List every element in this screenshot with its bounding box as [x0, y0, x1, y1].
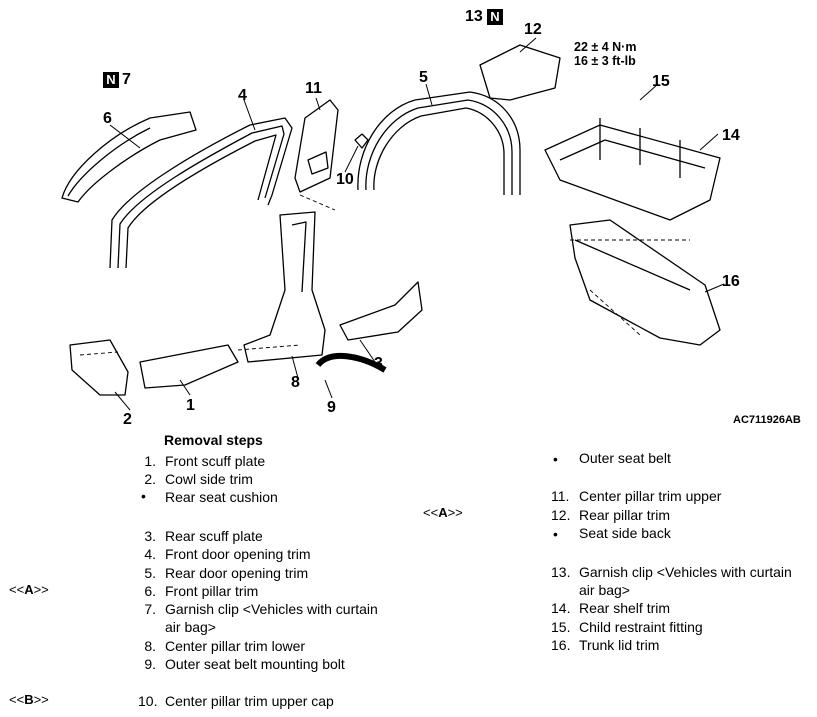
- nut-mark-icon: N: [487, 9, 503, 25]
- callout-1: 1: [186, 397, 195, 414]
- step-num: 10.: [138, 693, 158, 709]
- callout-5: 5: [419, 69, 428, 86]
- torque-spec: 22 ± 4 N·m 16 ± 3 ft-lb: [574, 40, 636, 68]
- step-13-cont: air bag>: [579, 582, 630, 598]
- step-text: Front scuff plate: [165, 453, 266, 469]
- rear-pillar-trim-shape: [479, 44, 561, 101]
- step-7: 7. Garnish clip <Vehicles with curtain: [138, 600, 378, 618]
- step-num: 12.: [551, 507, 571, 523]
- callout-4: 4: [238, 87, 247, 104]
- front-scuff-plate-shape: [139, 344, 239, 389]
- step-text: Rear scuff plate: [165, 528, 263, 544]
- figure-code: AC711926AB: [733, 414, 801, 426]
- step-text: Center pillar trim lower: [165, 638, 306, 654]
- step-num: 16.: [551, 637, 571, 653]
- step-num: 14.: [551, 600, 571, 616]
- step-4: 4. Front door opening trim: [138, 545, 311, 563]
- step-12: 12. Rear pillar trim: [551, 506, 670, 524]
- step-13: 13. Garnish clip <Vehicles with curtain: [551, 563, 792, 581]
- callout-7: 7: [122, 71, 131, 88]
- step-bullet-seat-side-back: Seat side back: [579, 525, 671, 541]
- step-text: Garnish clip <Vehicles with curtain: [579, 564, 792, 580]
- step-8: 8. Center pillar trim lower: [138, 637, 305, 655]
- step-bullet-rear-seat: Rear seat cushion: [165, 489, 278, 505]
- callout-6: 6: [103, 110, 112, 127]
- trim-exploded-diagram: [61, 37, 725, 411]
- step-2: 2. Cowl side trim: [138, 470, 253, 488]
- callout-13: 13: [465, 8, 483, 25]
- step-6: 6. Front pillar trim: [138, 582, 258, 600]
- ref-letter: A: [24, 582, 34, 597]
- rear-door-opening-trim-shape: [357, 91, 521, 195]
- center-pillar-trim-upper-shape: [294, 99, 339, 193]
- callout-14: 14: [722, 127, 740, 144]
- step-14: 14. Rear shelf trim: [551, 599, 670, 617]
- callout-11: 11: [305, 80, 322, 97]
- step-9: 9. Outer seat belt mounting bolt: [138, 655, 345, 673]
- callout-8: 8: [291, 374, 300, 391]
- step-text: Front pillar trim: [165, 583, 259, 599]
- step-num: 8.: [144, 638, 156, 654]
- step-text: Front door opening trim: [165, 546, 311, 562]
- callout-3: 3: [374, 355, 383, 372]
- step-num: 11.: [551, 488, 570, 504]
- removal-steps-title: Removal steps: [164, 432, 263, 448]
- step-text: Trunk lid trim: [579, 637, 660, 653]
- bullet-icon: •: [141, 488, 146, 504]
- step-3: 3. Rear scuff plate: [138, 527, 263, 545]
- step-num: 15.: [551, 619, 571, 635]
- rear-shelf-trim-shape: [544, 124, 721, 221]
- bullet-icon: •: [553, 526, 558, 542]
- step-num: 13.: [551, 564, 571, 580]
- ref-letter: A: [438, 505, 448, 520]
- callout-9: 9: [327, 399, 336, 416]
- callout-10: 10: [336, 171, 354, 188]
- rear-scuff-plate-shape: [339, 281, 423, 341]
- step-text: Cowl side trim: [165, 471, 253, 487]
- step-text: Center pillar trim upper: [579, 488, 722, 504]
- ref-b-upper-cap: <<B>>: [9, 692, 49, 707]
- step-15: 15. Child restraint fitting: [551, 618, 703, 636]
- step-text: Outer seat belt mounting bolt: [165, 656, 345, 672]
- ref-a-front-pillar: <<A>>: [9, 582, 49, 597]
- callout-15: 15: [652, 73, 670, 90]
- step-7-cont: air bag>: [165, 619, 216, 635]
- ref-letter: B: [24, 692, 34, 707]
- step-1: 1. Front scuff plate: [138, 452, 265, 470]
- callout-2: 2: [123, 411, 132, 428]
- step-num: 2.: [144, 471, 156, 487]
- torque-ftlb: 16 ± 3 ft-lb: [574, 54, 636, 68]
- step-num: 4.: [144, 546, 156, 562]
- step-5: 5. Rear door opening trim: [138, 564, 308, 582]
- step-num: 5.: [144, 565, 156, 581]
- step-text: Rear pillar trim: [579, 507, 671, 523]
- callout-12: 12: [524, 21, 542, 38]
- trunk-lid-trim-shape: [569, 219, 721, 346]
- step-num: 1.: [144, 453, 156, 469]
- ref-a-rear-pillar: <<A>>: [423, 505, 463, 520]
- step-text: Child restraint fitting: [579, 619, 703, 635]
- step-num: 3.: [144, 528, 156, 544]
- step-bullet-outer-seat-belt: Outer seat belt: [579, 450, 671, 466]
- step-num: 7.: [144, 601, 156, 617]
- step-text: Rear door opening trim: [165, 565, 309, 581]
- step-num: 6.: [144, 583, 156, 599]
- step-num: 9.: [144, 656, 156, 672]
- torque-nm: 22 ± 4 N·m: [574, 40, 637, 54]
- front-door-opening-trim-shape: [109, 117, 293, 269]
- bullet-icon: •: [553, 451, 558, 467]
- step-text: Garnish clip <Vehicles with curtain: [165, 601, 378, 617]
- cowl-side-trim-shape: [69, 339, 129, 396]
- callout-16: 16: [722, 273, 740, 290]
- nut-mark-icon: N: [103, 72, 119, 88]
- step-16: 16. Trunk lid trim: [551, 636, 659, 654]
- step-11: 11. Center pillar trim upper: [551, 487, 721, 505]
- step-text: Rear shelf trim: [579, 600, 671, 616]
- step-text: Center pillar trim upper cap: [165, 693, 334, 709]
- step-10: 10. Center pillar trim upper cap: [138, 692, 334, 710]
- front-pillar-trim-shape: [61, 111, 197, 203]
- center-pillar-trim-lower-shape: [243, 211, 326, 363]
